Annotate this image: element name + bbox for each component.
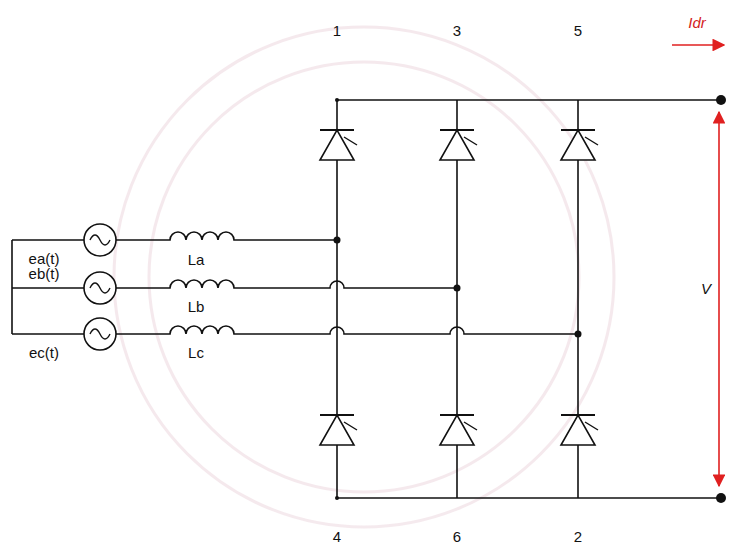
thyristor-symbol [561, 130, 598, 160]
source-symbol [84, 224, 116, 256]
junction-dots [334, 95, 727, 503]
watermark-logo [114, 27, 614, 527]
inductor-label: Lc [188, 345, 204, 360]
voltage-label: V [700, 279, 712, 298]
thyristors [320, 130, 598, 445]
positive-rail [337, 99, 722, 101]
thyristor-number: 5 [574, 23, 582, 38]
source-label: eb(t) [29, 266, 60, 281]
neutral-wire [11, 240, 13, 334]
inductor-label: La [188, 252, 205, 267]
wires [12, 100, 722, 498]
source-symbol [84, 272, 116, 304]
thyristor-number: 3 [453, 23, 461, 38]
voltage-arrow [718, 112, 720, 486]
thyristor-symbol [440, 415, 477, 445]
source-label: ec(t) [29, 345, 59, 360]
terminal [716, 95, 726, 105]
source-symbol [84, 318, 116, 350]
thyristor-number: 6 [453, 529, 461, 544]
sine-marks [90, 235, 110, 339]
source-label: ea(t) [29, 251, 60, 266]
thyristor-symbol [320, 130, 357, 160]
ac-sources [84, 224, 116, 350]
inductor-label: Lb [188, 299, 205, 314]
negative-rail [337, 497, 722, 499]
thyristor-number: 2 [574, 529, 582, 544]
terminal [716, 493, 726, 503]
thyristor-symbol [440, 130, 477, 160]
current-arrow [672, 44, 724, 46]
thyristor-number: 4 [333, 529, 341, 544]
phase-a-wire [12, 232, 337, 240]
current-label: Idr [688, 15, 706, 30]
thyristor-symbol [320, 415, 357, 445]
thyristor-symbol [561, 415, 598, 445]
phase-b-wire [12, 280, 457, 288]
thyristor-number: 1 [333, 23, 341, 38]
